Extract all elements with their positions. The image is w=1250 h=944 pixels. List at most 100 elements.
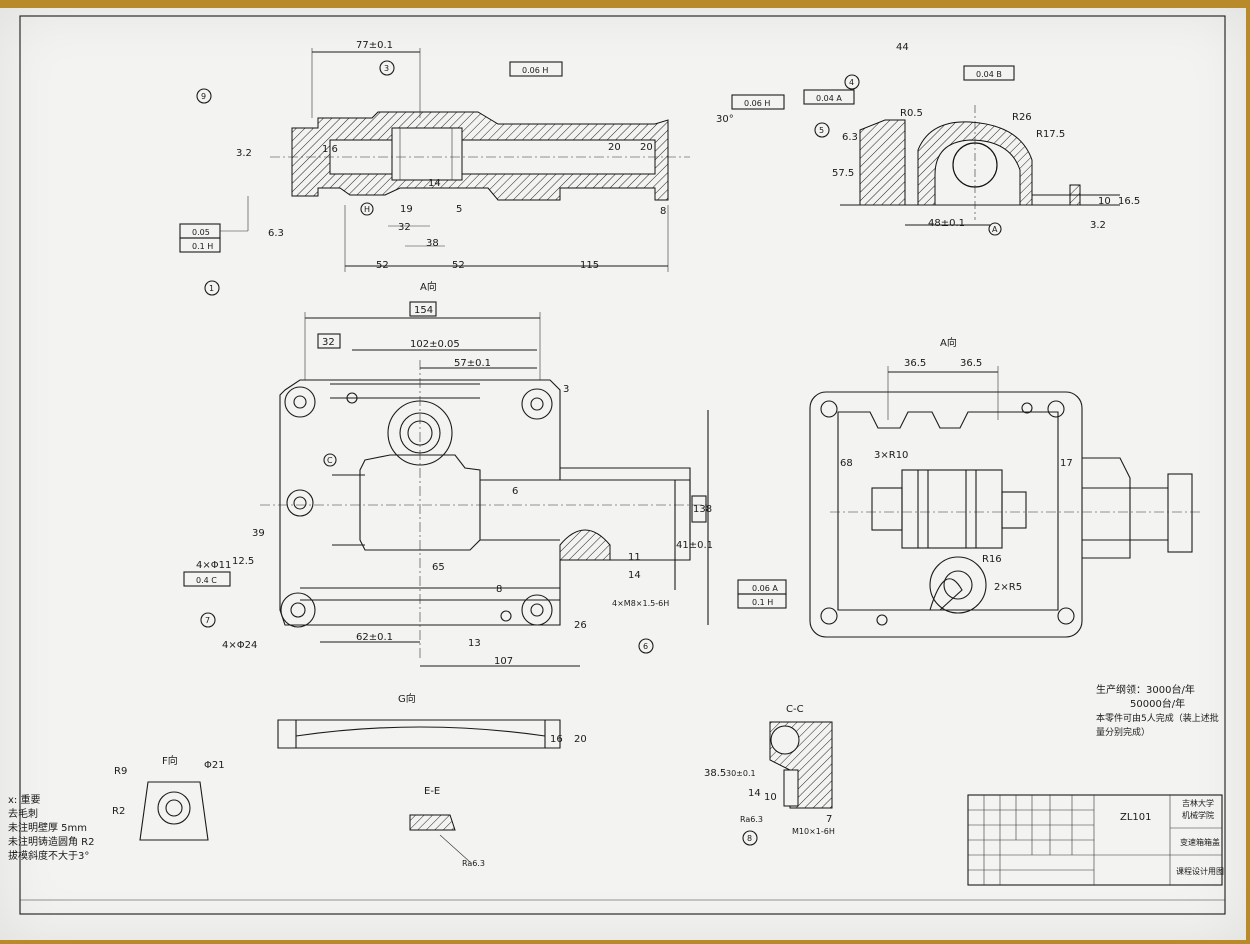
balloon-9: 9 [201, 92, 206, 101]
dim-phi21: Φ21 [204, 760, 225, 771]
cc-roughness: Ra6.3 [740, 815, 763, 824]
title-org-2: 机械学院 [1182, 810, 1214, 820]
dim-36-5b: 36.5 [960, 358, 982, 369]
rough-1-6: 1.6 [322, 144, 338, 155]
dim-7: 7 [826, 814, 832, 825]
top-left-section-view [270, 48, 690, 272]
dim-16-5: 16.5 [1118, 196, 1140, 207]
dim-11: 11 [628, 552, 641, 563]
dim-107: 107 [494, 656, 513, 667]
dim-8: 8 [660, 206, 666, 217]
dim-38-5: 38.5 [704, 768, 726, 779]
dim-14: 14 [428, 178, 441, 189]
dim-r2: R2 [112, 806, 125, 817]
hole-4x24: 4×Φ24 [222, 640, 257, 651]
dim-3xr10: 3×R10 [874, 450, 908, 461]
dim-57-5: 57.5 [832, 168, 854, 179]
technical-requirements: x: 重要 去毛刺 未注明壁厚 5mm 未注明铸造圆角 R2 拔模斜度不大于3° [8, 794, 128, 864]
tech-note-2: 去毛刺 [8, 809, 38, 820]
c-c-label: C-C [786, 704, 804, 715]
dim-6: 6 [512, 486, 518, 497]
dim-38: 38 [426, 238, 439, 249]
dim-44: 44 [896, 42, 909, 53]
balloon-3: 3 [384, 64, 389, 73]
dim-14-main: 14 [628, 570, 641, 581]
dim-32-main: 32 [322, 337, 335, 348]
right-plan-view [809, 366, 1200, 638]
right-view-label: A向 [940, 336, 957, 349]
ee-roughness: Ra6.3 [462, 859, 485, 868]
dim-8-main: 8 [496, 584, 502, 595]
main-plan-view [260, 312, 710, 667]
thread-m10: M10×1-6H [792, 827, 835, 836]
title-block: ZL101 吉林大学 机械学院 变速箱箱盖 课程设计用图 [967, 794, 1224, 886]
tech-note-3: 未注明壁厚 5mm [8, 823, 88, 834]
dim-r9: R9 [114, 766, 127, 777]
balloon-8: 8 [747, 834, 752, 843]
dim-2xr5: 2×R5 [994, 582, 1022, 593]
dim-20b: 20 [640, 142, 653, 153]
production-line-1: 生产纲领：3000台/年 [1096, 685, 1195, 696]
balloon-7: 7 [205, 616, 210, 625]
rough-6-3: 6.3 [268, 228, 284, 239]
gdt-frame-1: 0.06 H [522, 66, 548, 75]
gdt-frame-2: 0.06 H [744, 99, 770, 108]
dim-r26: R26 [1012, 112, 1032, 123]
dim-57: 57±0.1 [454, 358, 491, 369]
main-view-label: A向 [420, 280, 437, 293]
g-view-label: G向 [398, 692, 416, 705]
dim-102: 102±0.05 [410, 339, 460, 350]
balloon-6: 6 [643, 642, 648, 651]
dim-52b: 52 [452, 260, 465, 271]
title-code: ZL101 [1120, 812, 1152, 823]
rough-3-2-right: 3.2 [1090, 220, 1106, 231]
flatness-frame: 0.05 [192, 228, 210, 237]
tech-note-1: x: 重要 [8, 795, 41, 806]
dim-13: 13 [468, 638, 481, 649]
dim-68: 68 [840, 458, 853, 469]
f-view: F向 R9 R2 Φ21 [112, 754, 225, 841]
tech-note-4: 未注明铸造圆角 R2 [8, 837, 95, 848]
title-org-1: 吉林大学 [1182, 798, 1214, 808]
dim-138: 138 [693, 504, 712, 515]
dim-115: 115 [580, 260, 599, 271]
dim-36-5a: 36.5 [904, 358, 926, 369]
dim-5: 5 [456, 204, 462, 215]
dim-30: 30±0.1 [726, 769, 756, 778]
dim-41: 41±0.1 [676, 540, 713, 551]
dim-20a: 20 [608, 142, 621, 153]
dim-12-5: 12.5 [232, 556, 254, 567]
dim-r16: R16 [982, 554, 1002, 565]
dim-14-cc: 14 [748, 788, 761, 799]
position-frame: 0.4 C [196, 576, 217, 585]
production-line-4: 量分别完成） [1096, 728, 1151, 738]
dim-17: 17 [1060, 458, 1073, 469]
dim-10-cc: 10 [764, 792, 777, 803]
main-dimension-texts: A向 154 32 102±0.05 57±0.1 3 138 41±0.1 6… [183, 280, 787, 667]
dim-48: 48±0.1 [928, 218, 965, 229]
production-line-3: 本零件可由5人完成（装上述批 [1096, 714, 1219, 724]
title-part-name: 变速箱箱盖 [1180, 837, 1220, 847]
balloon-5: 5 [819, 126, 824, 135]
dim-r17-5: R17.5 [1036, 129, 1065, 140]
hole-4x11: 4×Φ11 [196, 560, 231, 571]
dim-32: 32 [398, 222, 411, 233]
dim-3: 3 [563, 384, 569, 395]
rough-3-2: 3.2 [236, 148, 252, 159]
datum-h: H [364, 205, 370, 214]
dim-52a: 52 [376, 260, 389, 271]
e-e-section: E-E Ra6.3 [409, 786, 485, 868]
datum-a: A [992, 225, 998, 234]
dim-62: 62±0.1 [356, 632, 393, 643]
thread-m8: 4×M8×1.5-6H [612, 599, 669, 608]
f-view-label: F向 [162, 754, 178, 767]
c-c-section: C-C 38.5 30±0.1 14 10 7 M10×1-6H Ra6.3 [704, 704, 835, 836]
drawing-frame [19, 15, 1226, 915]
balloon-4: 4 [849, 78, 854, 87]
production-line-2: 50000台/年 [1130, 699, 1186, 710]
balloon-1: 1 [209, 284, 214, 293]
datum-c: C [327, 456, 333, 465]
dim-65: 65 [432, 562, 445, 573]
top-left-dimension-texts: 77±0.1 115 52 52 32 38 19 20 20 14 5 8 3… [236, 40, 734, 271]
